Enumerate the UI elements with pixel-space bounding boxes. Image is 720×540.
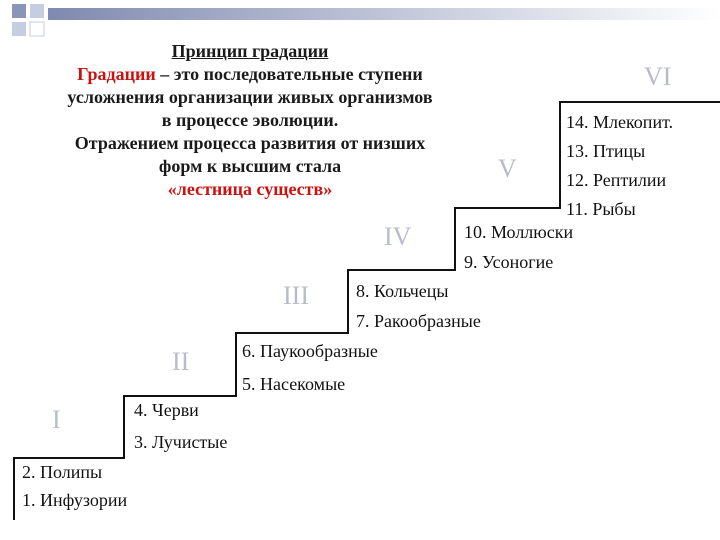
step-3-item-2: 5. Насекомые	[242, 374, 346, 394]
ladder-of-beings: «лестница существ»	[167, 179, 333, 199]
step-6-item-3: 12. Рептилии	[566, 170, 667, 190]
header-decoration	[12, 4, 720, 37]
step-3-item-1: 6. Паукообразные	[242, 341, 378, 361]
statement-line-1: Отражением процесса развития от низших	[74, 133, 426, 153]
definition-line-3: в процессе эволюции.	[161, 110, 339, 130]
step-4-item-1: 8. Кольчецы	[356, 281, 449, 301]
step-6-item-4: 11. Рыбы	[566, 199, 636, 219]
step-4-item-2: 7. Ракообразные	[356, 311, 481, 331]
step-2-roman: II	[172, 347, 190, 376]
staircase-outline	[13, 101, 720, 520]
step-3-roman: III	[283, 281, 309, 310]
step-6-item-2: 13. Птицы	[566, 141, 646, 161]
slide-heading: Принцип градации	[171, 41, 329, 61]
step-1-item-2: 1. Инфузории	[22, 490, 128, 510]
step-5-roman: V	[498, 154, 517, 183]
definition-line-1: Градации – это последовательные ступени	[77, 64, 423, 84]
step-4-roman: IV	[384, 222, 412, 251]
step-5-item-2: 9. Усоногие	[464, 252, 554, 272]
term-gradations: Градации	[77, 64, 156, 84]
statement-line-2: форм к высшим стала	[158, 156, 342, 176]
definition-line-2: усложнения организации живых организмов	[67, 87, 433, 107]
title-block: Принцип градации Градации – это последов…	[0, 40, 500, 201]
step-2-item-1: 4. Черви	[134, 400, 199, 420]
step-2-item-2: 3. Лучистые	[134, 432, 228, 452]
step-1-roman: I	[52, 405, 61, 434]
step-5-item-1: 10. Моллюски	[464, 222, 574, 242]
step-6-item-1: 14. Млекопит.	[566, 112, 674, 132]
step-6-roman: VI	[644, 62, 672, 91]
step-1-item-1: 2. Полипы	[22, 462, 103, 482]
